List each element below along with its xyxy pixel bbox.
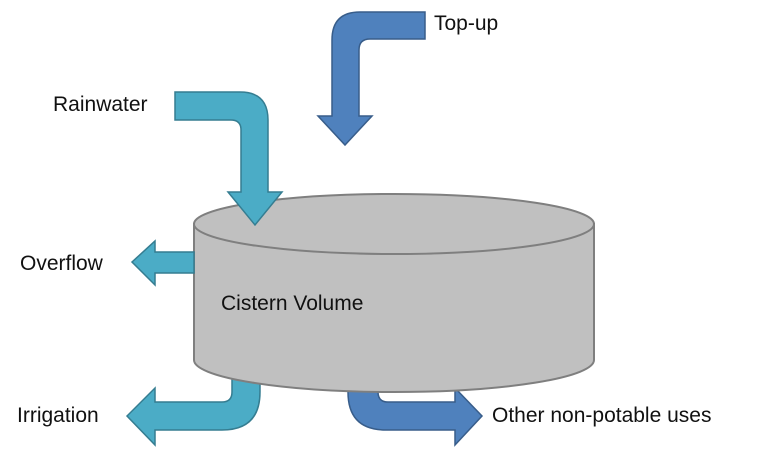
irrigation-label: Irrigation	[17, 404, 99, 427]
rainwater-label: Rainwater	[53, 93, 148, 116]
cistern-top	[193, 193, 595, 255]
cistern-body	[193, 223, 595, 393]
topup-arrow	[316, 11, 426, 147]
other-uses-label: Other non-potable uses	[492, 404, 712, 427]
overflow-arrow	[130, 239, 195, 287]
rainwater-arrow	[174, 91, 284, 227]
topup-label: Top-up	[434, 12, 499, 35]
cistern-tank	[193, 193, 595, 393]
irrigation-arrow	[125, 369, 261, 447]
cistern-label: Cistern Volume	[221, 292, 364, 315]
overflow-label: Overflow	[20, 252, 103, 275]
other-uses-arrow	[347, 369, 484, 447]
